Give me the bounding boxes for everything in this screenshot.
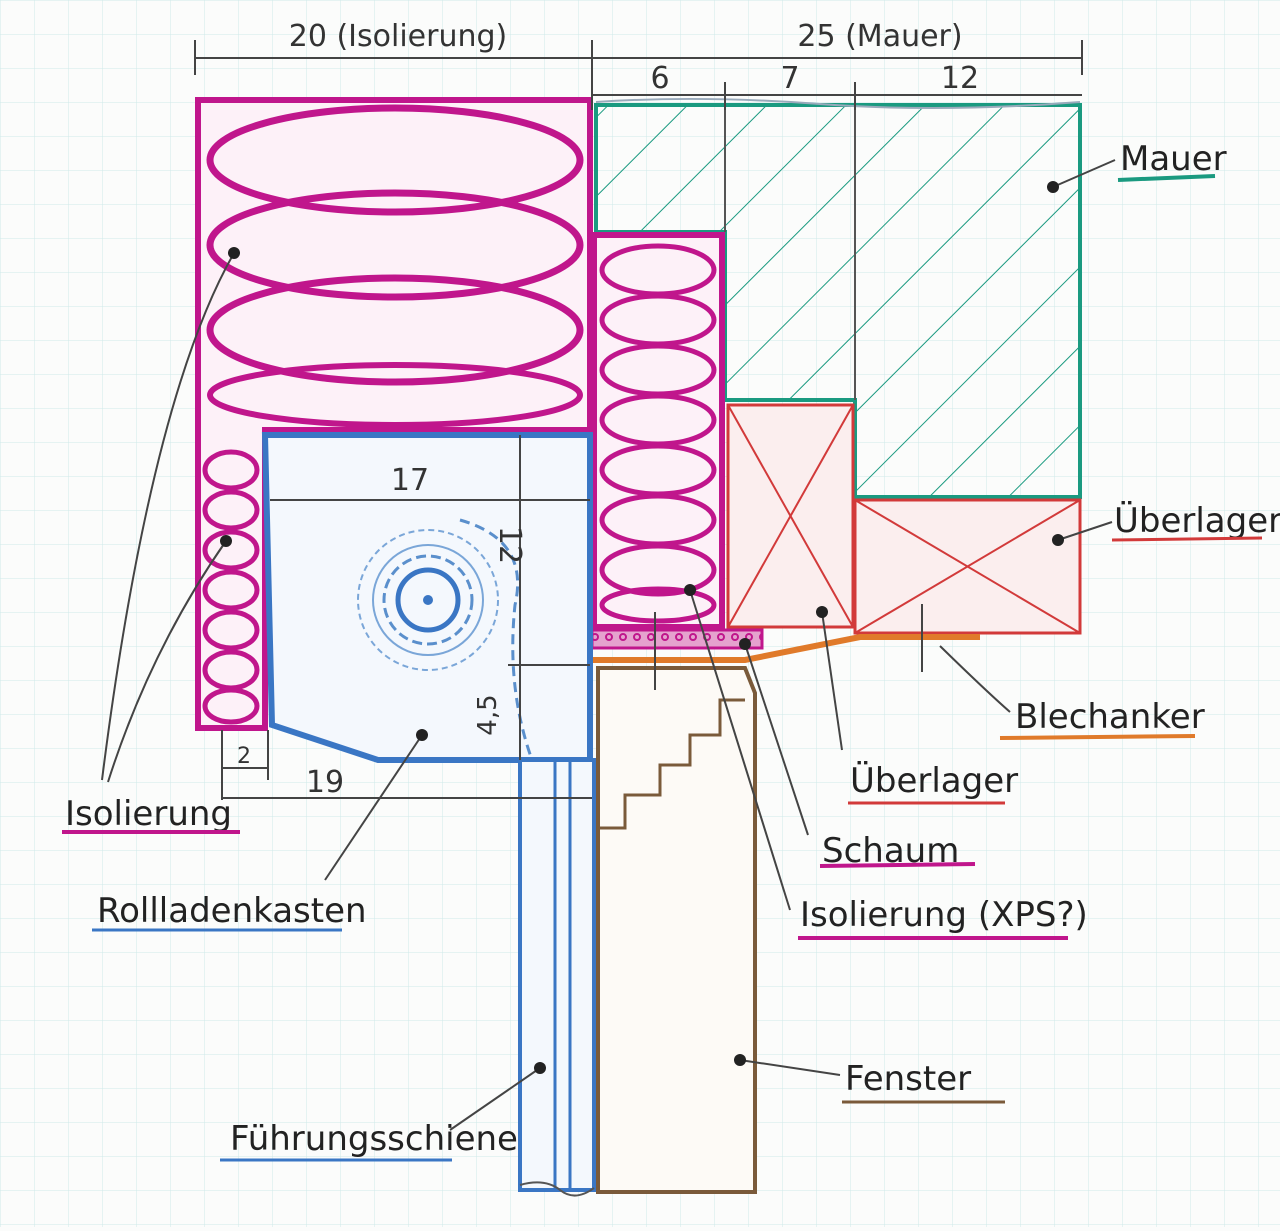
exterior-insulation	[195, 97, 593, 731]
dim-box-bottom-width: 19	[306, 765, 344, 800]
xps-insulation	[591, 232, 725, 630]
label-rollladenkasten: Rollladenkasten	[97, 891, 367, 931]
dim-wall-total: 25 (Mauer)	[797, 19, 962, 54]
label-ueberlager-center: Überlager	[850, 760, 1018, 801]
label-fenster: Fenster	[845, 1059, 971, 1099]
lintel-center	[726, 403, 855, 629]
dim-box-width: 17	[391, 463, 429, 498]
dimension-lines	[194, 40, 1083, 800]
window-frame	[596, 666, 757, 1194]
lintel-right	[853, 498, 1082, 635]
label-blechanker: Blechanker	[1015, 697, 1205, 737]
label-isolierung-left: Isolierung	[65, 794, 232, 834]
dim-insulation-total: 20 (Isolierung)	[289, 19, 507, 54]
leader-dots	[220, 181, 1064, 1074]
label-isolierung-xps: Isolierung (XPS?)	[800, 895, 1088, 935]
dim-box-height: 12	[492, 526, 527, 564]
label-mauer: Mauer	[1120, 139, 1227, 179]
label-fuehrungsschiene: Führungsschiene	[230, 1119, 518, 1159]
dim-box-drop: 4,5	[473, 694, 503, 735]
shutter-box	[261, 432, 593, 915]
guide-rail	[518, 758, 596, 1197]
leader-lines	[101, 159, 1116, 1131]
dim-wall-part-1: 6	[650, 61, 669, 96]
dim-wall-part-3: 12	[941, 61, 979, 96]
foam-layer	[590, 628, 764, 650]
dim-wall-part-2: 7	[780, 61, 799, 96]
dim-box-offset: 2	[237, 744, 251, 769]
sheet-metal-anchor	[592, 634, 980, 663]
label-ueberlager-right: Überlager	[1114, 500, 1280, 541]
